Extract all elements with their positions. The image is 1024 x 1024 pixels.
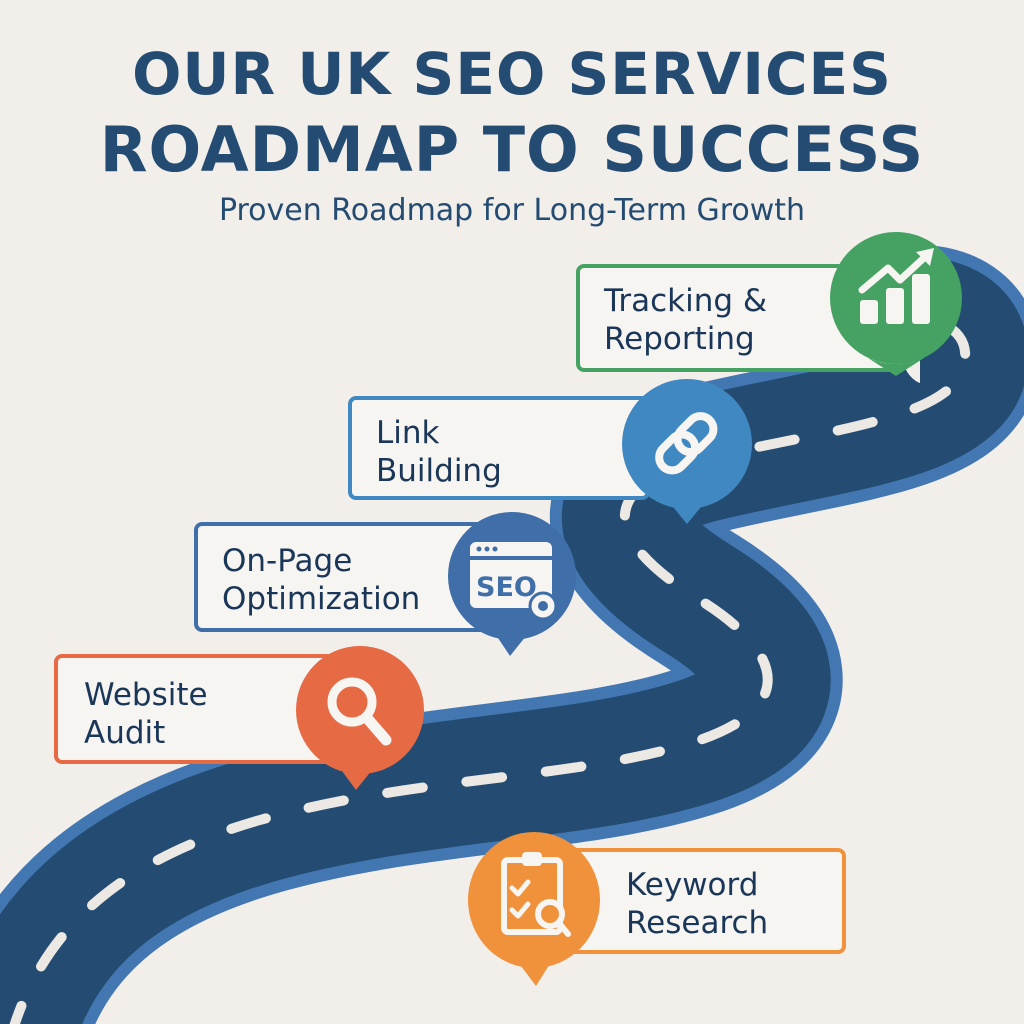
step-card-keyword-research: Keyword Research bbox=[560, 848, 846, 954]
step-card-on-page-optimization: On-Page Optimization bbox=[194, 522, 494, 632]
step-label-on-page-optimization: On-Page Optimization bbox=[222, 543, 421, 617]
growth-chart-icon bbox=[830, 232, 962, 376]
clipboard-search-icon bbox=[468, 832, 600, 986]
step-label-link-building: Link Building bbox=[376, 415, 502, 489]
step-label-tracking-reporting: Tracking & Reporting bbox=[604, 283, 768, 357]
title-line-2: ROADMAP TO SUCCESS bbox=[99, 113, 925, 186]
step-label-website-audit: Website Audit bbox=[84, 677, 208, 751]
magnifier-icon bbox=[296, 646, 424, 790]
seo-browser-gear-icon: SEO bbox=[448, 512, 576, 656]
title-line-1: OUR UK SEO SERVICES bbox=[132, 40, 892, 108]
step-card-link-building: Link Building bbox=[348, 396, 650, 500]
step-label-keyword-research: Keyword Research bbox=[626, 867, 769, 941]
svg-text:SEO: SEO bbox=[476, 572, 537, 603]
subtitle: Proven Roadmap for Long-Term Growth bbox=[218, 193, 806, 228]
step-card-website-audit: Website Audit bbox=[54, 654, 336, 764]
chain-link-icon bbox=[622, 379, 752, 524]
